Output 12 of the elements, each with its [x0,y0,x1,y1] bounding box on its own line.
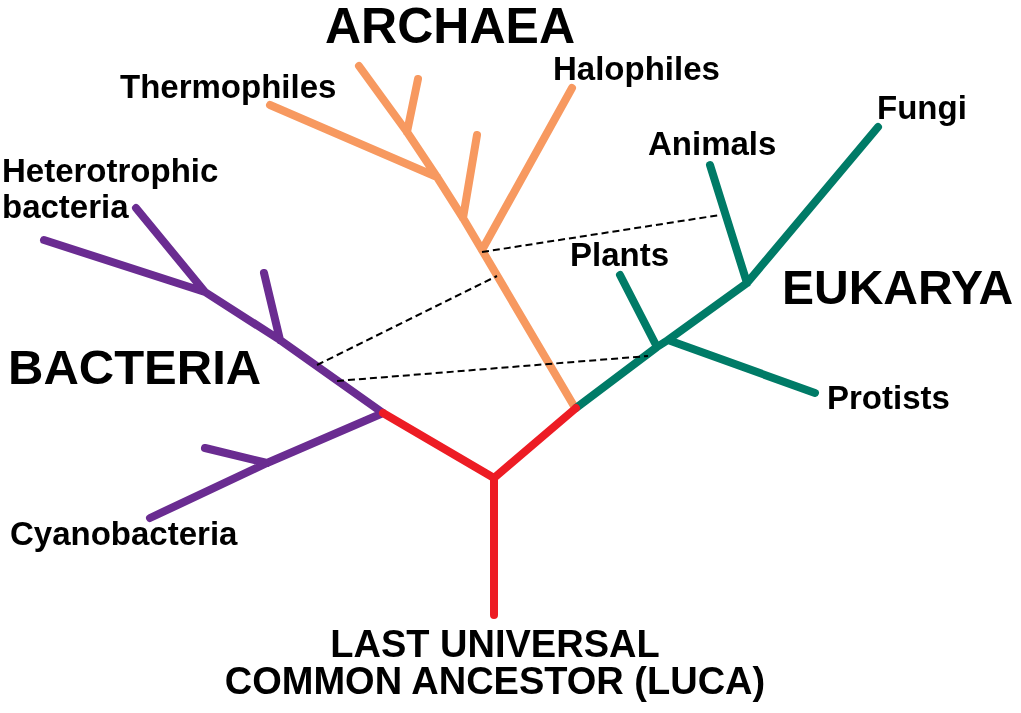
ancestor-label: LAST UNIVERSAL COMMON ANCESTOR (LUCA) [223,626,767,700]
group-label: Thermophiles [120,70,337,103]
group-label: Halophiles [553,52,720,85]
domain-label: ARCHAEA [325,1,575,51]
group-label: Fungi [877,91,967,124]
group-label: Protists [827,381,950,414]
group-label: Heterotrophic bacteria [2,153,220,225]
domain-label: EUKARYA [782,264,1014,312]
domain-label: BACTERIA [8,343,262,392]
group-label: Cyanobacteria [10,517,238,550]
group-label: Animals [648,127,777,160]
group-label: Plants [570,238,670,271]
